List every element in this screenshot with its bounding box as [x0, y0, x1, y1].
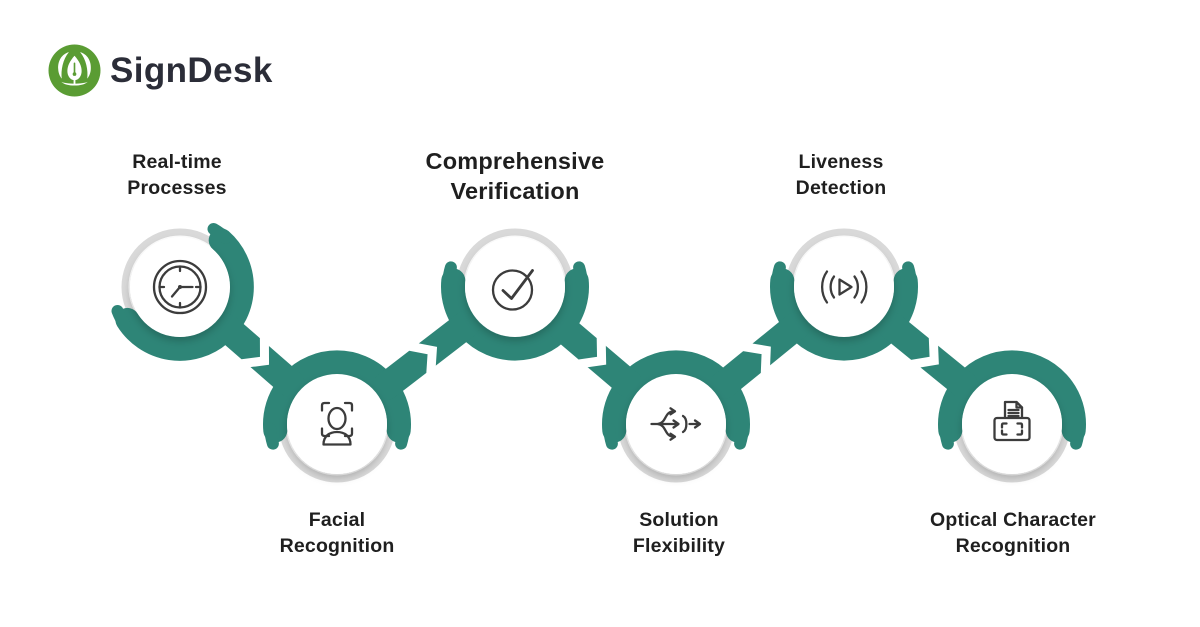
step-label-solution-flexibility: Solution Flexibility: [632, 509, 726, 557]
step-label-facial-recognition: Facial Recognition: [279, 509, 395, 557]
flow-arrow-notch: [409, 341, 438, 374]
branch-arrows-icon: [650, 407, 702, 441]
step-label-optical-character-recognition: Optical Character Recognition: [930, 509, 1096, 557]
step-node: [465, 237, 565, 337]
ribbon: [111, 223, 1086, 450]
document-scan-icon: [993, 400, 1031, 442]
flow-arrow-notch: [578, 337, 607, 369]
step-node: [287, 374, 387, 474]
flow-arrow-notch: [241, 338, 270, 369]
check-circle-icon: [491, 269, 534, 311]
step-node: [794, 237, 894, 337]
live-play-icon: [820, 270, 868, 304]
step-label-real-time-processes: Real-time Processes: [127, 151, 227, 199]
flow-arrow-notch: [743, 342, 771, 374]
step-label-liveness-detection: Liveness Detection: [795, 151, 887, 199]
clock-icon: [152, 259, 208, 315]
pen-nib-icon: [48, 44, 101, 97]
brand-name: SignDesk: [110, 50, 273, 90]
face-scan-icon: [320, 401, 354, 446]
flow-arrow-notch: [911, 337, 939, 369]
signdesk-logo: SignDesk: [48, 44, 273, 97]
step-label-comprehensive-verification: Comprehensive Verification: [425, 148, 605, 204]
